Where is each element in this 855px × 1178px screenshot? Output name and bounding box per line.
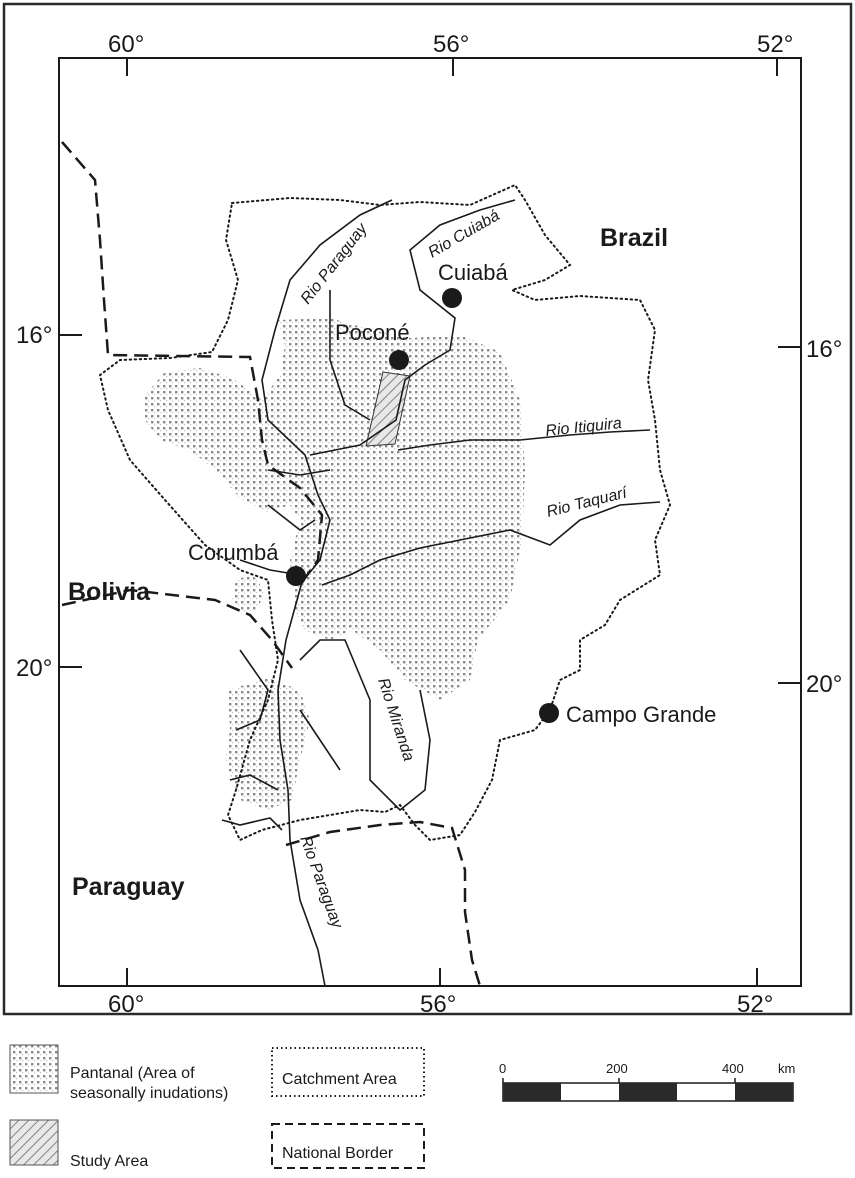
river-label-itiquira: Rio Itiquira — [545, 415, 623, 440]
campo-grande-marker — [539, 703, 559, 723]
river-label-miranda: Rio Miranda — [374, 676, 417, 763]
catchment-boundary — [98, 183, 672, 842]
lon-label-bottom-52: 52° — [737, 991, 773, 1018]
city-label-cuiaba: Cuiabá — [438, 260, 508, 285]
pocone-marker — [389, 350, 409, 370]
scale-bar: 0 200 400 km — [499, 1061, 795, 1102]
pantanal-area — [145, 318, 525, 810]
lat-label-right-16: 16° — [806, 336, 842, 363]
lat-label-right-20: 20° — [806, 671, 842, 698]
lon-label-bottom-56: 56° — [420, 991, 456, 1018]
scale-label-400: 400 — [722, 1061, 744, 1076]
lat-label-left-16: 16° — [16, 322, 52, 349]
rivers — [221, 199, 661, 987]
lon-label-top-56: 56° — [433, 31, 469, 58]
legend-study-swatch — [9, 1119, 59, 1166]
river-label-paraguay-south: Rio Paraguay — [296, 834, 345, 932]
map-frame — [58, 57, 802, 987]
city-label-pocone: Poconé — [335, 320, 410, 345]
legend-border-box — [271, 1123, 425, 1169]
legend-catchment-label: Catchment Area — [282, 1071, 397, 1088]
city-label-corumba: Corumbá — [188, 540, 279, 565]
scale-label-0: 0 — [499, 1061, 506, 1076]
legend: Pantanal (Area of seasonally inudations)… — [9, 1044, 425, 1170]
country-label-paraguay: Paraguay — [72, 873, 185, 901]
country-label-bolivia: Bolivia — [68, 578, 151, 606]
legend-border-label: National Border — [282, 1145, 394, 1162]
top-lon-ticks — [126, 58, 778, 76]
river-label-paraguay-north: Rio Paraguay — [298, 220, 372, 308]
corumba-marker — [286, 566, 306, 586]
lon-label-top-60: 60° — [108, 31, 144, 58]
scale-label-200: 200 — [606, 1061, 628, 1076]
legend-pantanal-line2: seasonally inudations) — [70, 1085, 228, 1102]
lat-ticks — [59, 334, 801, 684]
city-label-campo-grande: Campo Grande — [566, 702, 716, 727]
rio-paraguay-path — [261, 199, 393, 987]
rio-cuiaba-path — [309, 199, 516, 456]
cuiaba-marker — [442, 288, 462, 308]
legend-study-label: Study Area — [70, 1153, 148, 1170]
country-label-brazil: Brazil — [600, 224, 668, 252]
study-area-polygon — [365, 371, 411, 447]
legend-pantanal-line1: Pantanal (Area of — [70, 1065, 195, 1082]
rio-taquari-path — [321, 501, 661, 586]
lat-label-left-20: 20° — [16, 655, 52, 682]
legend-pantanal-swatch — [9, 1044, 59, 1094]
rio-miranda-path — [299, 639, 431, 812]
lon-label-top-52: 52° — [757, 31, 793, 58]
legend-catchment-box — [271, 1047, 425, 1097]
outer-frame — [2, 2, 853, 1016]
lon-label-bottom-60: 60° — [108, 991, 144, 1018]
rio-itiquira-path — [397, 429, 651, 451]
scale-unit: km — [778, 1061, 795, 1076]
river-label-taquari: Rio Taquarí — [545, 484, 630, 521]
national-borders — [61, 141, 482, 987]
city-markers — [286, 288, 559, 723]
bottom-lon-ticks — [126, 968, 758, 986]
